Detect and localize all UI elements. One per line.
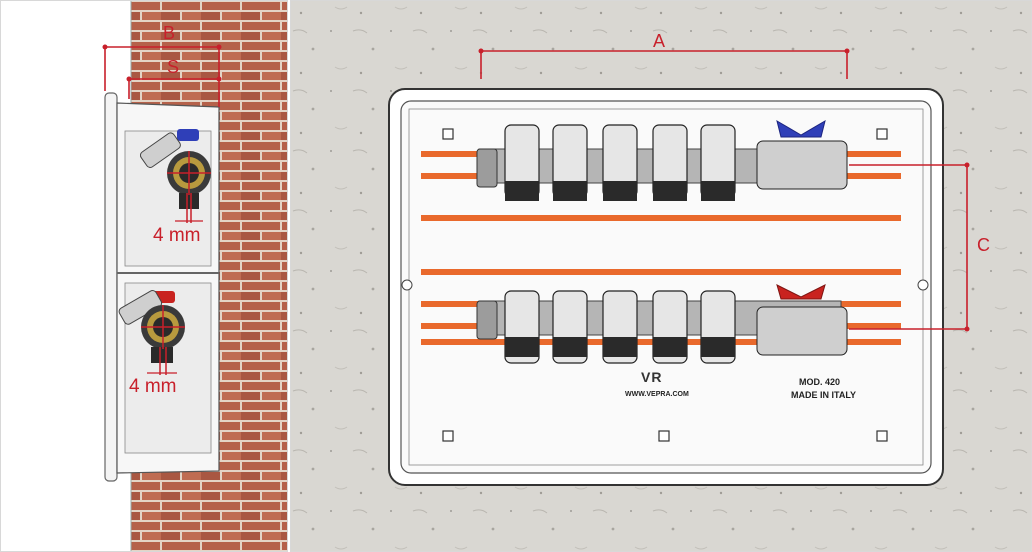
dimension-s [126,76,222,99]
bottom-manifold [476,284,848,364]
label-b: B [163,23,176,43]
label-a: A [653,31,666,51]
front-view-figure [291,1,1031,551]
bottom-manifold-valve [118,290,185,375]
label-c: C [977,235,990,255]
model-number: MOD. 420 [799,377,841,387]
side-section-panel: B S 4 mm 4 mm [0,0,288,552]
brand-website: WWW.VEPRA.COM [625,391,689,398]
cover-plate [104,92,118,482]
brand-logo: VR [641,369,663,385]
label-gap-bottom: 4 mm [129,376,177,397]
top-manifold [476,119,848,201]
dimension-c [849,162,970,332]
label-gap-top: 4 mm [153,225,201,246]
top-manifold-valve [139,129,211,223]
made-in-italy: MADE IN ITALY [791,390,857,400]
front-view-panel: A C VR WWW.VEPRA.COM MOD. 420 MADE IN IT… [290,0,1032,552]
dimension-a [478,48,850,79]
side-section-figure [102,1,287,551]
label-s: S [167,57,180,77]
